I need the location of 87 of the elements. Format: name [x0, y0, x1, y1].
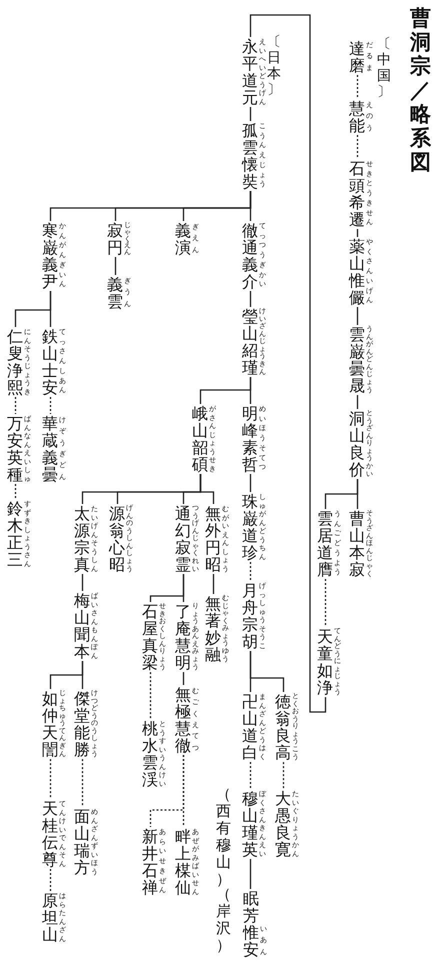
monk-name: 原坦山 [42, 892, 58, 943]
monk-name: 薬山惟儼 [349, 238, 365, 306]
lineage-line [356, 395, 358, 409]
monk-name: 穆山瑾英 [242, 790, 258, 858]
lineage-line [150, 574, 184, 602]
monk-name: 万安英種 [7, 415, 23, 483]
lineage-line [82, 474, 202, 504]
monk-name: 鈴木正三 [7, 500, 23, 568]
region-heading: 〔中国〕 [377, 36, 391, 100]
lineage-line [356, 307, 358, 325]
dotted-lineage-line [356, 135, 358, 159]
monk-name: 義雲 [107, 276, 123, 310]
monk-name: 梅山聞本 [74, 592, 90, 660]
dotted-lineage-line [50, 869, 52, 891]
monk-name: 華蔵義曇 [42, 415, 58, 483]
lineage-line [324, 479, 358, 509]
dotted-lineage-line [250, 762, 252, 789]
lineage-line [14, 291, 52, 327]
monk-name: 洞山良价 [349, 410, 365, 478]
lineage-line [200, 377, 252, 404]
monk-name: 無極慧徹 [175, 686, 191, 754]
dotted-lineage-line [282, 762, 284, 789]
lineage-line [250, 14, 326, 713]
alias-text: （西有穆山） [216, 786, 231, 888]
monk-name: 瑩山紹瑾 [242, 308, 258, 376]
lineage-line [82, 574, 84, 591]
dotted-lineage-line [250, 562, 252, 581]
dotted-lineage-line [324, 579, 326, 627]
dotted-lineage-line [14, 397, 16, 414]
monk-name: 無外円昭 [205, 505, 221, 573]
lineage-line [250, 474, 252, 492]
lineage-line [250, 107, 252, 121]
monk-name: 珠巌道珍 [242, 493, 258, 561]
monk-name: 天桂伝尊 [42, 800, 58, 868]
monk-name: 永平道元 [242, 38, 258, 106]
monk-name: 月舟宗胡 [242, 582, 258, 650]
dotted-lineage-line [356, 75, 358, 99]
monk-name: 面山瑞方 [74, 808, 90, 876]
monk-name: 義演 [175, 222, 191, 256]
monk-name: 鉄山士安 [42, 328, 58, 396]
dotted-lineage-line [150, 672, 152, 719]
monk-name: 太源宗真 [74, 505, 90, 573]
monk-name: 傑堂能勝 [74, 690, 90, 758]
lineage-line [114, 257, 116, 275]
alias-text: （岸沢） [216, 886, 231, 954]
lineage-line [50, 191, 252, 221]
monk-name: 石屋真梁 [142, 603, 158, 671]
dotted-lineage-line [14, 484, 16, 499]
lineage-line [250, 651, 252, 692]
monk-name: 寂円 [107, 222, 123, 256]
monk-name: 了庵慧明 [175, 603, 191, 671]
monk-name: 徹通義介 [242, 222, 258, 290]
dotted-lineage-line [50, 397, 52, 414]
dotted-lineage-line [82, 759, 84, 807]
monk-name: 寒巌義尹 [42, 222, 58, 290]
monk-name: 仁叟浄熙 [7, 328, 23, 396]
monk-name: 石頭希遷 [349, 160, 365, 228]
lineage-line [250, 859, 252, 889]
monk-name: 慧能 [349, 100, 365, 134]
monk-name: 眠芳惟安 [243, 890, 259, 958]
lineage-line [212, 574, 214, 594]
monk-name: 畔上楳仙 [175, 828, 191, 896]
monk-name: 達磨 [349, 40, 365, 74]
monk-name: 源翁心昭 [109, 505, 125, 573]
monk-name: 孤雲懐奘 [242, 122, 258, 190]
monk-name: 峨山韶碩 [192, 405, 208, 473]
lineage-line [50, 661, 84, 689]
monk-name: 大愚良寛 [275, 790, 291, 858]
lineage-line [356, 229, 358, 237]
monk-name: 明峰素哲 [242, 405, 258, 473]
monk-name: 雲居道膺 [317, 510, 333, 578]
lineage-line [250, 291, 252, 307]
monk-name: 卍山道白 [242, 693, 258, 761]
monk-name: 天童如浄 [317, 628, 333, 696]
monk-name: 通幻寂霊 [175, 505, 191, 573]
diagram-title: 曹洞宗／略系図 [410, 6, 431, 174]
monk-name: 無著妙融 [205, 595, 221, 663]
region-heading: 〔日本〕 [267, 34, 281, 98]
lineage-line [182, 672, 184, 685]
monk-name: 桃水雲渓 [142, 720, 158, 788]
monk-name: 如仲天誾 [42, 690, 58, 758]
monk-name: 新井石禅 [142, 828, 158, 896]
monk-name: 雲巌曇晟 [349, 326, 365, 394]
monk-name: 徳翁良高 [275, 693, 291, 761]
dotted-lineage-line [50, 759, 52, 799]
dotted-lineage-line [150, 755, 184, 827]
monk-name: 曹山本寂 [349, 510, 365, 578]
